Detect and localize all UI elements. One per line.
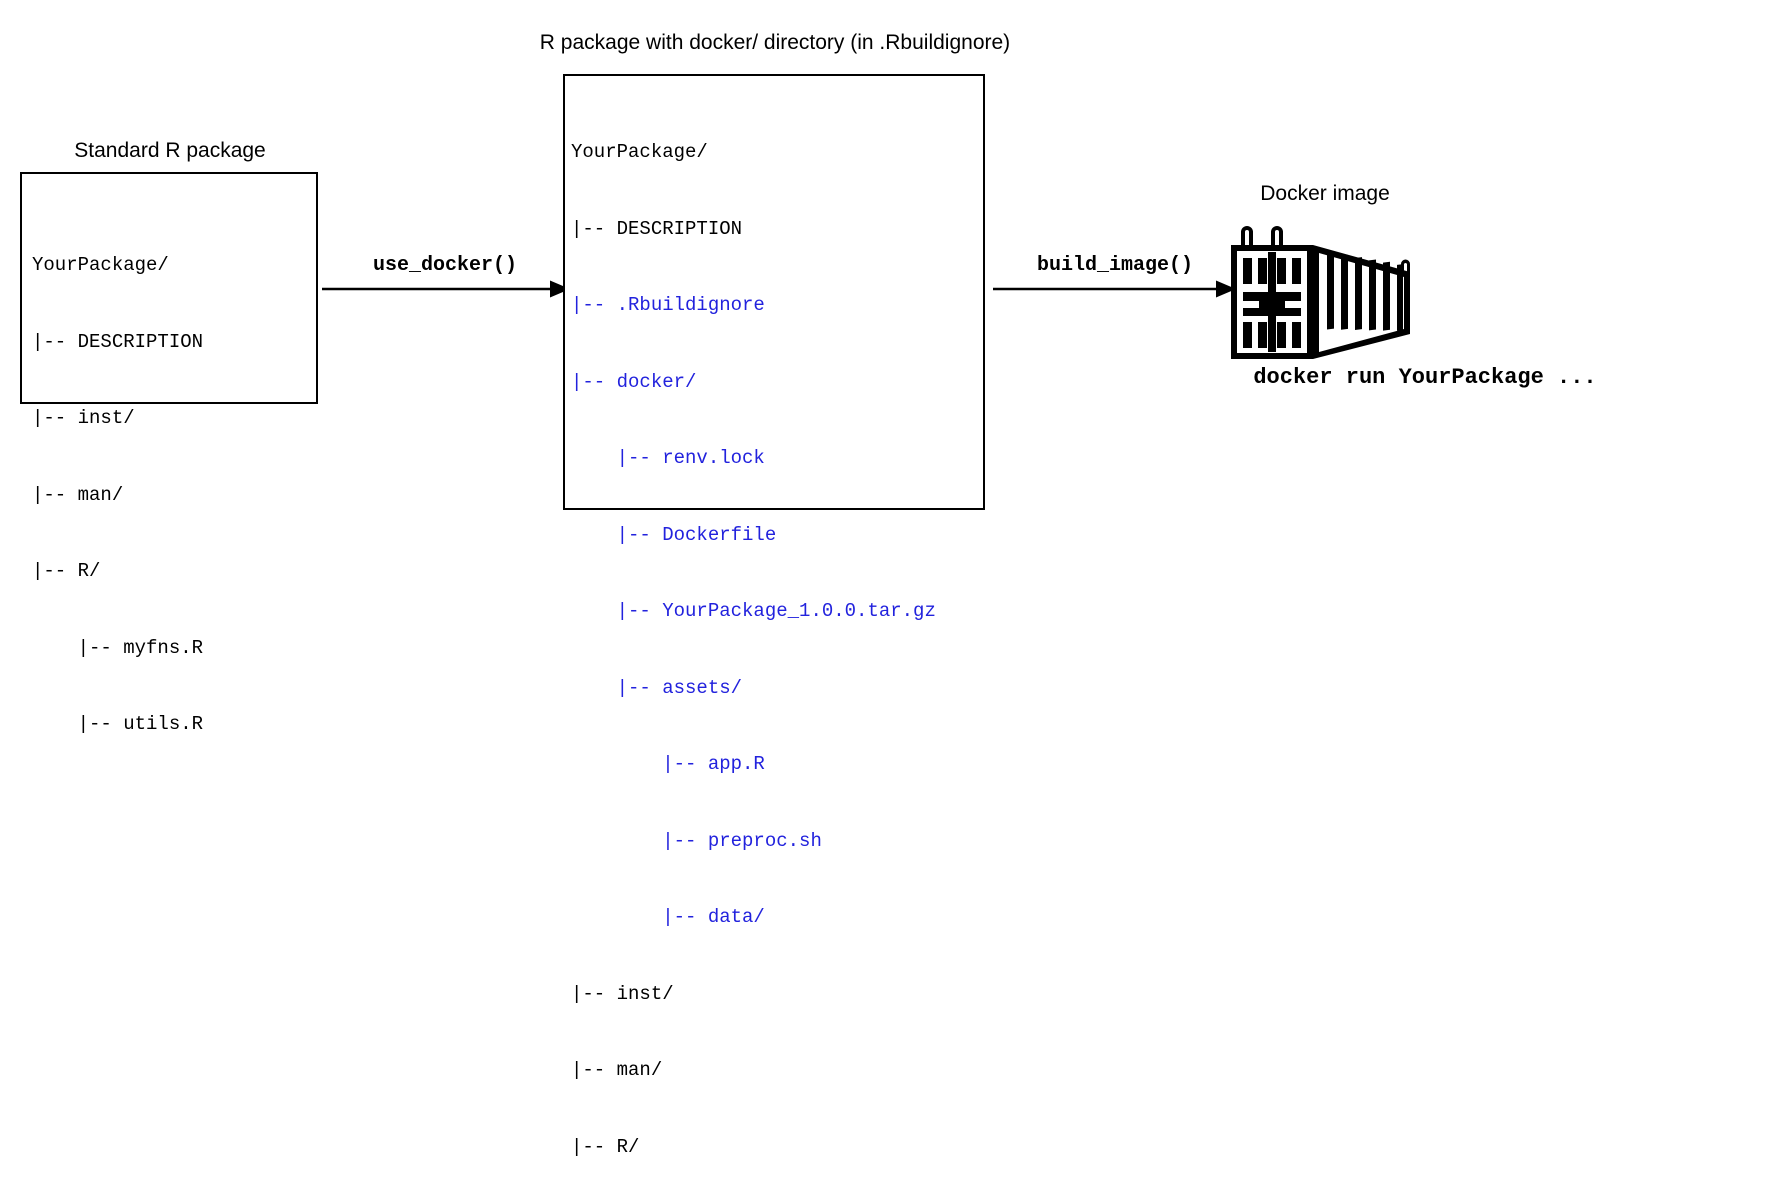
tree-line: |-- man/ [32, 483, 124, 506]
tree-line: |-- data/ [571, 906, 765, 928]
tree-line: YourPackage/ [571, 141, 708, 163]
tree-line: |-- Dockerfile [571, 523, 777, 546]
middle-box-title: R package with docker/ directory (in .Rb… [539, 31, 1011, 54]
right-box-title: Docker image [1260, 182, 1390, 205]
docker-r-package-tree: YourPackage/ |-- DESCRIPTION |-- .Rbuild… [565, 76, 983, 1204]
tree-line: YourPackage/ [32, 254, 169, 276]
docker-r-package-box: YourPackage/ |-- DESCRIPTION |-- .Rbuild… [563, 74, 985, 1158]
tree-line: |-- .Rbuildignore [571, 294, 765, 316]
tree-line: |-- DESCRIPTION [571, 217, 743, 240]
tree-line: |-- DESCRIPTION [32, 330, 204, 353]
docker-container-icon [1225, 222, 1425, 362]
tree-line: |-- assets/ [571, 676, 743, 699]
tree-line: |-- YourPackage_1.0.0.tar.gz [571, 600, 936, 622]
tree-line: |-- utils.R [32, 713, 204, 735]
build-image-arrow [993, 275, 1238, 305]
tree-line: |-- app.R [571, 753, 765, 775]
tree-line: |-- inst/ [571, 982, 674, 1005]
tree-line: |-- preproc.sh [571, 829, 822, 852]
tree-line: |-- R/ [571, 1135, 640, 1158]
tree-line: |-- docker/ [571, 370, 697, 393]
tree-line: |-- R/ [32, 560, 101, 582]
tree-line: |-- myfns.R [32, 636, 204, 659]
docker-run-command: docker run YourPackage ... [1253, 365, 1597, 390]
use-docker-arrow-label: use_docker() [372, 254, 518, 277]
tree-line: |-- man/ [571, 1059, 663, 1081]
use-docker-arrow [322, 275, 572, 305]
tree-line: |-- renv.lock [571, 447, 765, 469]
tree-line: |-- inst/ [32, 407, 135, 429]
build-image-arrow-label: build_image() [1036, 254, 1194, 277]
standard-r-package-tree: YourPackage/ |-- DESCRIPTION |-- inst/ |… [22, 174, 316, 789]
standard-r-package-box: YourPackage/ |-- DESCRIPTION |-- inst/ |… [20, 172, 318, 735]
left-box-title: Standard R package [74, 139, 266, 162]
